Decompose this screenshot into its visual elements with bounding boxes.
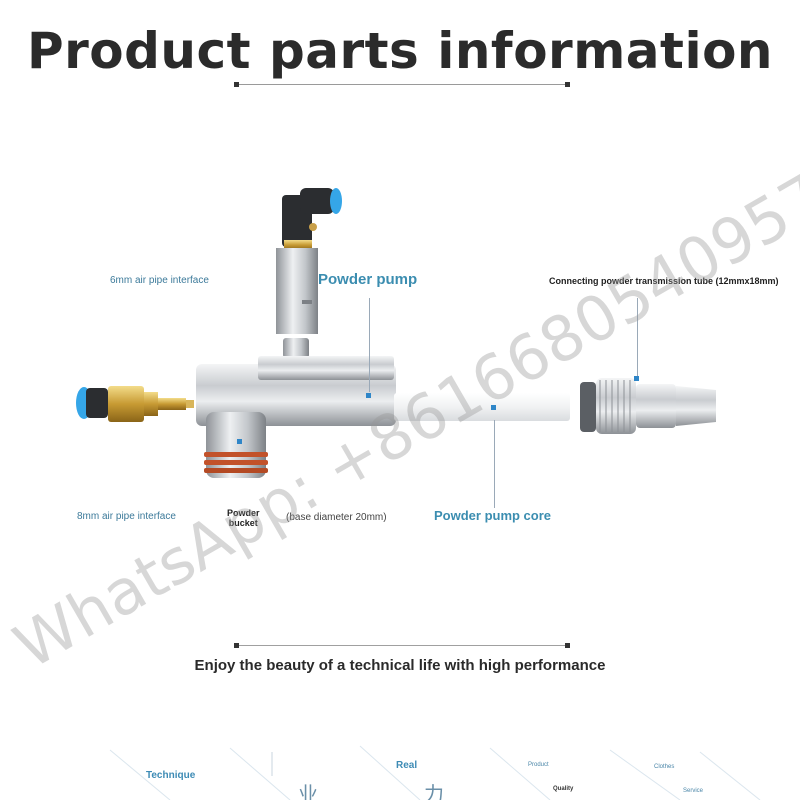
feature-service: Service <box>683 788 704 794</box>
left-air-fitting <box>76 386 194 422</box>
marker-powder-pump <box>366 393 371 398</box>
label-6mm-air-pipe: 6mm air pipe interface <box>110 275 209 286</box>
title-divider <box>234 82 570 87</box>
feature-real: Real <box>396 760 418 771</box>
feature-glyph-1: 业 <box>298 784 318 800</box>
marker-pump-core <box>491 405 496 410</box>
slogan-dot-right <box>565 643 570 648</box>
page-title: Product parts information <box>26 22 774 80</box>
label-pump-core: Powder pump core <box>434 508 552 523</box>
feature-technique: Technique <box>146 770 196 781</box>
vertical-air-cylinder <box>276 248 318 334</box>
feature-clothes: Clothes <box>654 764 675 770</box>
leader-pump-core <box>494 420 495 508</box>
divider-dot-right <box>565 82 570 87</box>
feature-quality: Quality <box>553 786 574 792</box>
parts-diagram: 6mm air pipe interface Powder pump Conne… <box>0 150 800 570</box>
transmission-tube-connector <box>580 378 716 434</box>
feature-glyph-2: 力 <box>424 784 444 800</box>
leader-transmission-tube <box>637 298 638 378</box>
powder-pump-illustration <box>76 188 716 478</box>
pump-body <box>196 356 396 426</box>
label-powder-bucket: Powder bucket <box>227 508 260 528</box>
marker-transmission-tube <box>634 376 639 381</box>
slogan-divider <box>234 643 570 648</box>
feature-band-lines <box>109 745 761 800</box>
divider-dot-left <box>234 82 239 87</box>
powder-pump-core-tube <box>394 393 570 421</box>
label-transmission-tube: Connecting powder transmission tube (12m… <box>549 276 779 286</box>
powder-bucket-connector <box>204 412 268 478</box>
label-base-diameter: (base diameter 20mm) <box>286 512 387 523</box>
label-powder-pump: Powder pump <box>318 271 418 288</box>
feature-product: Product <box>528 762 549 768</box>
marker-powder-bucket <box>237 439 242 444</box>
feature-band: Technique 业 Real 力 Product Quality Cloth… <box>0 740 800 800</box>
leader-powder-pump <box>369 298 370 392</box>
slogan-text: Enjoy the beauty of a technical life wit… <box>194 657 606 674</box>
slogan-dot-left <box>234 643 239 648</box>
elbow-fitting <box>282 188 342 250</box>
label-8mm-air-pipe: 8mm air pipe interface <box>77 511 176 522</box>
